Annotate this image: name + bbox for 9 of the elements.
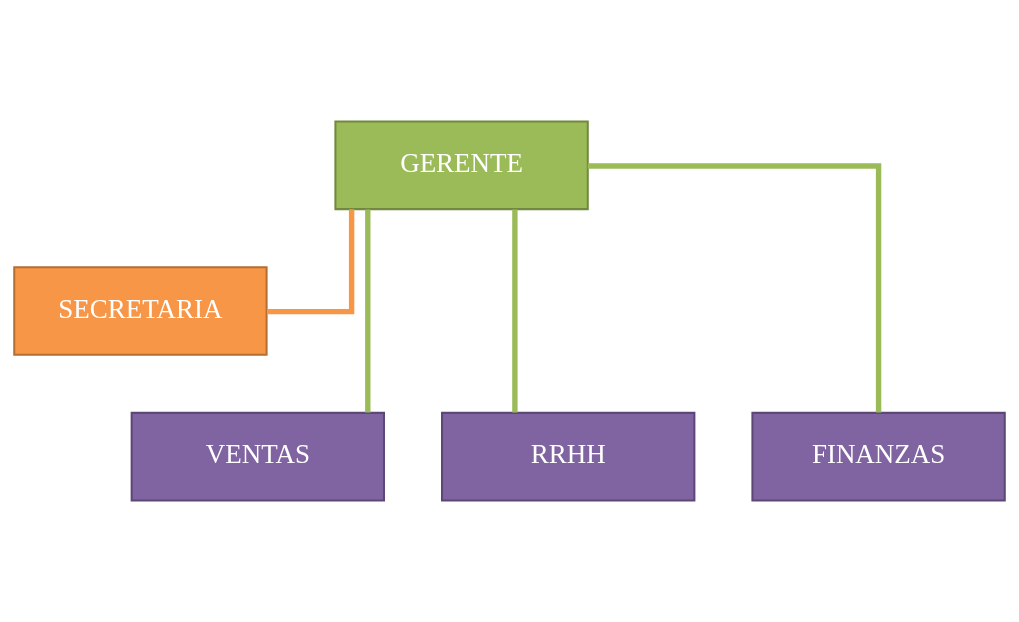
node-box: VENTAS: [130, 411, 385, 502]
node-box: GERENTE: [334, 120, 589, 211]
connector: [266, 209, 355, 315]
connector: [365, 209, 371, 413]
connector: [587, 163, 882, 413]
connector: [512, 209, 518, 413]
node-box: SECRETARIA: [13, 266, 268, 356]
node-box: RRHH: [441, 411, 696, 502]
node-box: FINANZAS: [751, 411, 1006, 502]
